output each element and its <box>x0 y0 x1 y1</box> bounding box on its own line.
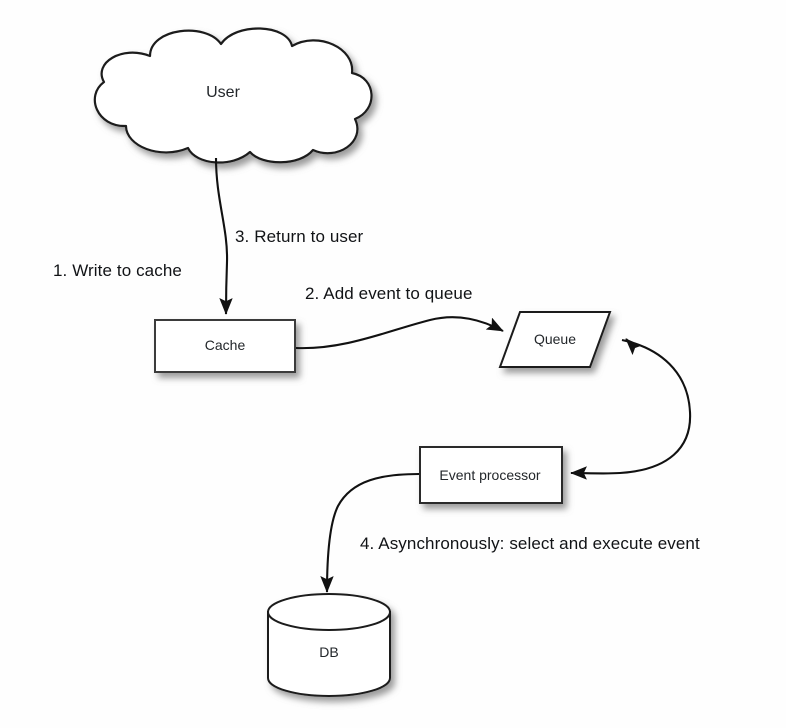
edge-label-step-2: 2. Add event to queue <box>305 284 473 303</box>
edge-label-step-4: 4. Asynchronously: select and execute ev… <box>360 534 700 553</box>
edge-cache-to-queue <box>295 316 504 350</box>
edge-event-processor-to-queue <box>625 338 643 356</box>
node-user[interactable] <box>93 27 373 164</box>
edge-queue-to-event-processor <box>570 338 692 480</box>
edge-event-processor-to-db <box>320 472 420 593</box>
node-cache[interactable] <box>154 319 296 373</box>
node-queue[interactable] <box>498 311 612 368</box>
node-event-processor[interactable] <box>419 446 563 504</box>
edge-user-to-cache <box>214 157 233 315</box>
edge-label-step-1: 1. Write to cache <box>53 261 182 280</box>
node-db[interactable] <box>267 593 391 697</box>
edge-label-step-3: 3. Return to user <box>235 227 364 246</box>
